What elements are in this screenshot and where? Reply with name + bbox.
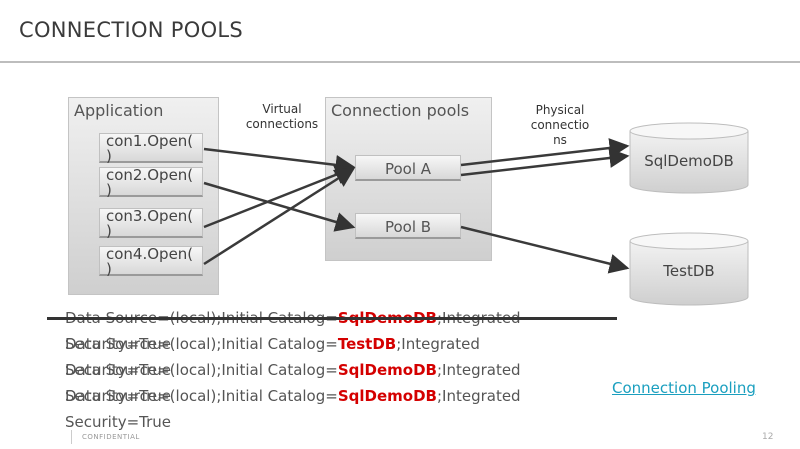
pool-b: Pool B (355, 213, 461, 239)
catalog-name: SqlDemoDB (337, 387, 437, 405)
virtual-connection-con4-pool-a (203, 167, 356, 266)
connection-string-2: Data Source=(local);Initial Catalog=Test… (65, 331, 565, 383)
page-number: 12 (762, 432, 774, 442)
database-label-testdb: TestDB (663, 262, 715, 280)
strikethrough-line (47, 317, 617, 320)
catalog-name: SqlDemoDB (337, 361, 437, 379)
connection-string-prefix: Data Source=(local);Initial Catalog= (65, 361, 338, 379)
connection-pools-label: Connection pools (331, 101, 470, 120)
database-label-sqldemodb: SqlDemoDB (644, 152, 734, 170)
footer-confidential: CONFIDENTIAL (82, 433, 140, 441)
connection-string-3: Data Source=(local);Initial Catalog=SqlD… (65, 357, 565, 409)
virtual-connection-con3-pool-a (203, 165, 356, 229)
physical-connection-pool-a-sqldemodb-2 (460, 148, 630, 177)
physical-connection-pool-a-sqldemodb-1 (460, 138, 630, 167)
virtual-connection-con2-pool-b (203, 181, 356, 232)
catalog-name: TestDB (337, 335, 397, 353)
physical-connection-pool-b-testdb (460, 225, 630, 274)
connection-pooling-link[interactable]: Connection Pooling (612, 379, 756, 397)
connection-string-suffix: ;Integrated Security=True (65, 361, 521, 405)
database-cylinder-icon (629, 122, 749, 194)
connection-string-suffix: ;Integrated Security=True (65, 335, 480, 379)
connection-string-4: Data Source=(local);Initial Catalog=SqlD… (65, 383, 565, 435)
virtual-connection-con1-pool-a (203, 147, 356, 175)
database-testdb (629, 232, 749, 306)
title-divider (0, 61, 800, 63)
open-call-con2: con2.Open( ) (99, 167, 203, 198)
physical-connections-label: Physical connectio ns (530, 103, 590, 147)
open-call-con3: con3.Open( ) (99, 208, 203, 239)
database-sqldemodb (629, 122, 749, 194)
virtual-connections-label: Virtual connections (245, 102, 319, 131)
pool-a: Pool A (355, 155, 461, 181)
database-cylinder-icon (629, 232, 749, 306)
connection-string-suffix: ;Integrated Security=True (65, 387, 521, 431)
application-label: Application (74, 101, 164, 120)
footer-divider (71, 430, 72, 444)
slide-title: CONNECTION POOLS (19, 18, 244, 42)
connection-string-prefix: Data Source=(local);Initial Catalog= (65, 335, 338, 353)
open-call-con4: con4.Open( ) (99, 246, 203, 277)
connection-string-prefix: Data Source=(local);Initial Catalog= (65, 387, 338, 405)
open-call-con1: con1.Open( ) (99, 133, 203, 164)
